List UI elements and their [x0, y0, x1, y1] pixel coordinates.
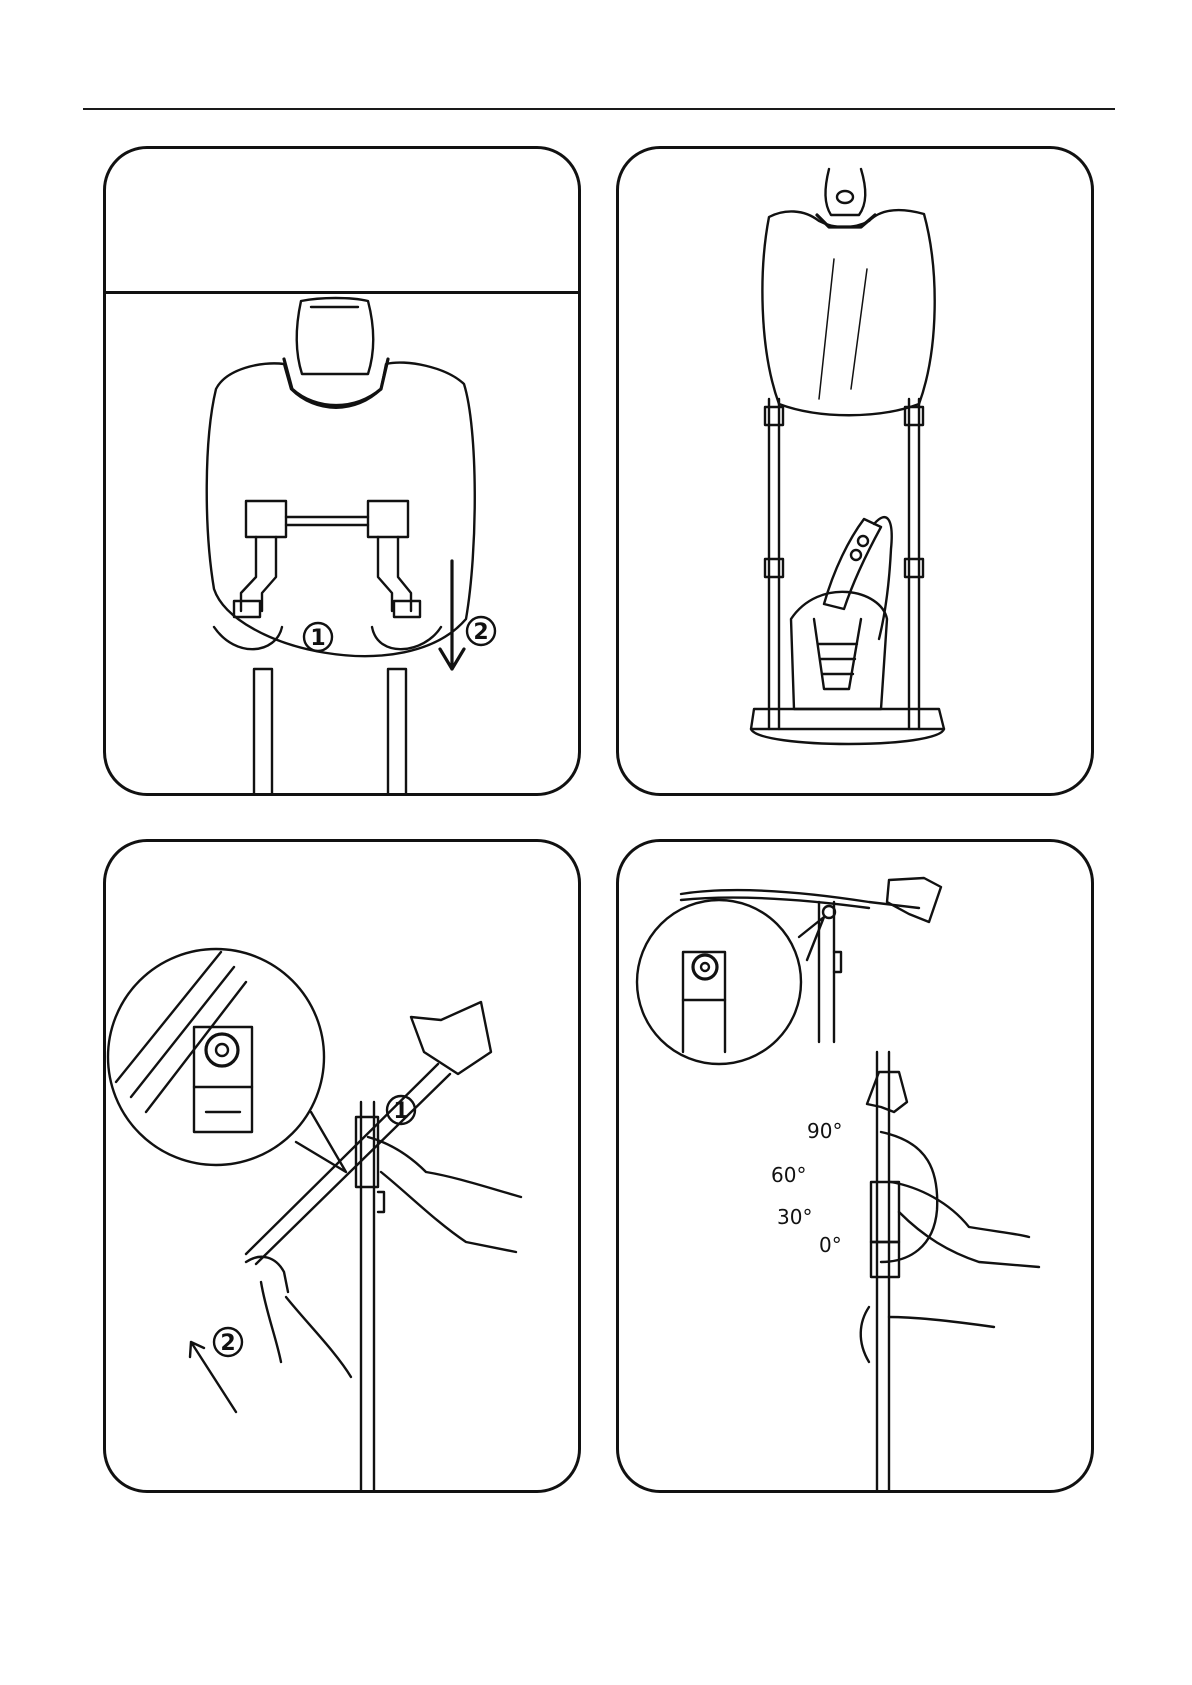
figure-1-illustration: 1 2 [106, 149, 581, 796]
step-2-label: 2 [220, 1331, 235, 1356]
step-2-label: 2 [473, 620, 488, 645]
figure-3-illustration: 1 2 [106, 842, 581, 1493]
figure-4-illustration: 90° 60° 30° 0° [619, 842, 1094, 1493]
step-1-label: 1 [393, 1099, 408, 1124]
figure-3-raise-arm: 1 2 [103, 839, 581, 1493]
figure-2-assembled-steamer [616, 146, 1094, 796]
figure-1-hanger-attach: 1 2 [103, 146, 581, 796]
figure-4-angle-adjust: 90° 60° 30° 0° [616, 839, 1094, 1493]
angle-label-60: 60° [771, 1163, 806, 1187]
step-1-label: 1 [310, 626, 325, 651]
angle-label-90: 90° [807, 1119, 842, 1143]
figure-2-illustration [619, 149, 1094, 796]
header-rule [83, 108, 1115, 110]
angle-label-0: 0° [819, 1233, 842, 1257]
angle-label-30: 30° [777, 1205, 812, 1229]
